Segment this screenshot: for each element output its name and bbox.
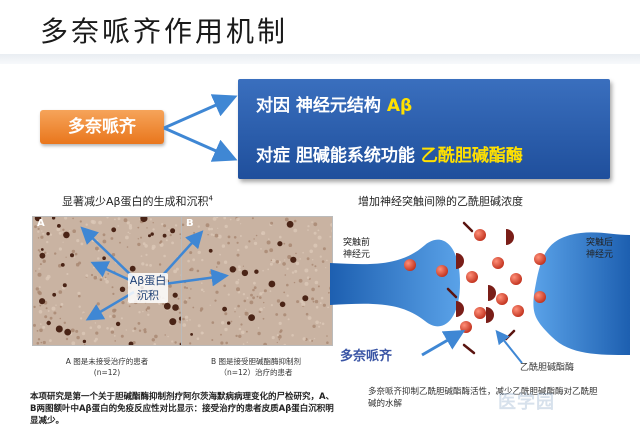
drug-box: 多奈哌齐 bbox=[40, 110, 164, 144]
acetylcholinesterase-enzyme bbox=[456, 253, 464, 269]
acetylcholine-molecule bbox=[466, 271, 478, 283]
acetylcholine-molecule bbox=[404, 259, 416, 271]
acetylcholine-molecule bbox=[534, 253, 546, 265]
donepezil-molecule bbox=[446, 287, 458, 299]
acetylcholine-molecule bbox=[474, 307, 486, 319]
caption-b-line2: （n=12）治疗的患者 bbox=[219, 368, 293, 377]
drug-box-label: 多奈哌齐 bbox=[68, 117, 136, 137]
micrograph-a-letter: A bbox=[37, 218, 45, 229]
right-panel-title: 增加神经突触间隙的乙酰胆碱浓度 bbox=[358, 195, 523, 208]
left-panel-title-text: 显著减少Aβ蛋白的生成和沉积 bbox=[62, 195, 209, 208]
watermark: 医学园 bbox=[498, 392, 555, 413]
acetylcholinesterase-enzyme bbox=[506, 229, 514, 245]
left-panel-title-ref: 4 bbox=[208, 194, 214, 203]
amyloid-label-line1: Aβ蛋白 bbox=[129, 274, 167, 287]
postsynaptic-label-line2: 神经元 bbox=[586, 250, 614, 260]
left-panel-note: 本项研究是第一个关于胆碱酯酶抑制剂疗阿尔茨海默病病理变化的尸检研究，A、B两图额… bbox=[30, 392, 335, 426]
donepezil-tag: 多奈哌齐 bbox=[340, 349, 393, 364]
arrow-to-symptom bbox=[163, 126, 238, 162]
micrograph-b: B bbox=[181, 216, 333, 346]
postsynaptic-label-line1: 突触后 bbox=[586, 238, 614, 248]
acetylcholine-molecule bbox=[436, 265, 448, 277]
donepezil-molecules bbox=[446, 221, 516, 355]
presynaptic-neuron bbox=[330, 239, 460, 327]
presynaptic-label-line1: 突触前 bbox=[343, 238, 371, 248]
acetylcholinesterase-enzymes bbox=[456, 229, 514, 323]
synapse-diagram bbox=[330, 221, 630, 364]
caption-b-line1: B 图是接受胆碱酯酶抑制剂 bbox=[210, 357, 302, 366]
caption-a-line2: (n=12) bbox=[93, 368, 121, 377]
acetylcholine-molecule bbox=[512, 305, 524, 317]
mechanism-cause-text: 对因 神经元结构 bbox=[256, 96, 387, 116]
postsynaptic-label: 突触后 神经元 bbox=[586, 237, 613, 261]
acetylcholinesterase-enzyme bbox=[486, 307, 494, 323]
mechanism-symptom-text: 对症 胆碱能系统功能 bbox=[256, 146, 421, 166]
mechanism-cause-line: 对因 神经元结构 Aβ bbox=[256, 91, 412, 116]
acetylcholine-molecule bbox=[496, 293, 508, 305]
acetylcholine-molecule bbox=[534, 291, 546, 303]
postsynaptic-neuron bbox=[533, 232, 630, 355]
micrograph-b-texture bbox=[182, 217, 332, 345]
donepezil-molecule bbox=[462, 221, 474, 233]
title-divider bbox=[0, 54, 640, 64]
enzyme-pointer-arrow bbox=[495, 329, 523, 364]
mechanism-panel: 对因 神经元结构 Aβ 对症 胆碱能系统功能 乙酰胆碱酯酶 bbox=[238, 79, 610, 179]
donepezil-molecule bbox=[504, 329, 516, 341]
caption-a: A 图是未接受治疗的患者 (n=12) bbox=[32, 356, 182, 378]
mechanism-symptom-line: 对症 胆碱能系统功能 乙酰胆碱酯酶 bbox=[256, 141, 523, 166]
arrow-to-cause bbox=[163, 94, 238, 130]
mechanism-symptom-highlight: 乙酰胆碱酯酶 bbox=[420, 146, 523, 166]
right-panel-note: 多奈哌齐抑制乙酰胆碱酯酶活性，减少乙酰胆碱酯酶对乙酰胆碱的水解 bbox=[368, 387, 598, 409]
amyloid-label: Aβ蛋白 沉积 bbox=[128, 273, 168, 303]
acetylcholine-molecule bbox=[492, 257, 504, 269]
amyloid-label-line2: 沉积 bbox=[137, 289, 159, 302]
acetylcholine-molecule bbox=[510, 273, 522, 285]
acetylcholinesterase-enzyme bbox=[488, 285, 496, 301]
donepezil-molecule bbox=[462, 343, 476, 355]
page-title: 多奈哌齐作用机制 bbox=[40, 15, 289, 48]
presynaptic-label: 突触前 神经元 bbox=[343, 237, 370, 261]
branch-arrows bbox=[163, 94, 238, 162]
micrograph-b-letter: B bbox=[186, 218, 194, 229]
donepezil-pointer-arrow bbox=[421, 329, 466, 357]
left-panel-title: 显著减少Aβ蛋白的生成和沉积4 bbox=[62, 193, 213, 209]
caption-a-line1: A 图是未接受治疗的患者 bbox=[65, 357, 149, 366]
caption-b: B 图是接受胆碱酯酶抑制剂 （n=12）治疗的患者 bbox=[181, 356, 331, 378]
acetylcholinesterase-tag: 乙酰胆碱酯酶 bbox=[520, 363, 575, 373]
acetylcholine-molecule bbox=[460, 321, 472, 333]
acetylcholinesterase-enzyme bbox=[456, 301, 464, 317]
mechanism-cause-highlight: Aβ bbox=[386, 96, 413, 116]
presynaptic-label-line2: 神经元 bbox=[343, 250, 371, 260]
acetylcholine-molecule bbox=[474, 229, 486, 241]
